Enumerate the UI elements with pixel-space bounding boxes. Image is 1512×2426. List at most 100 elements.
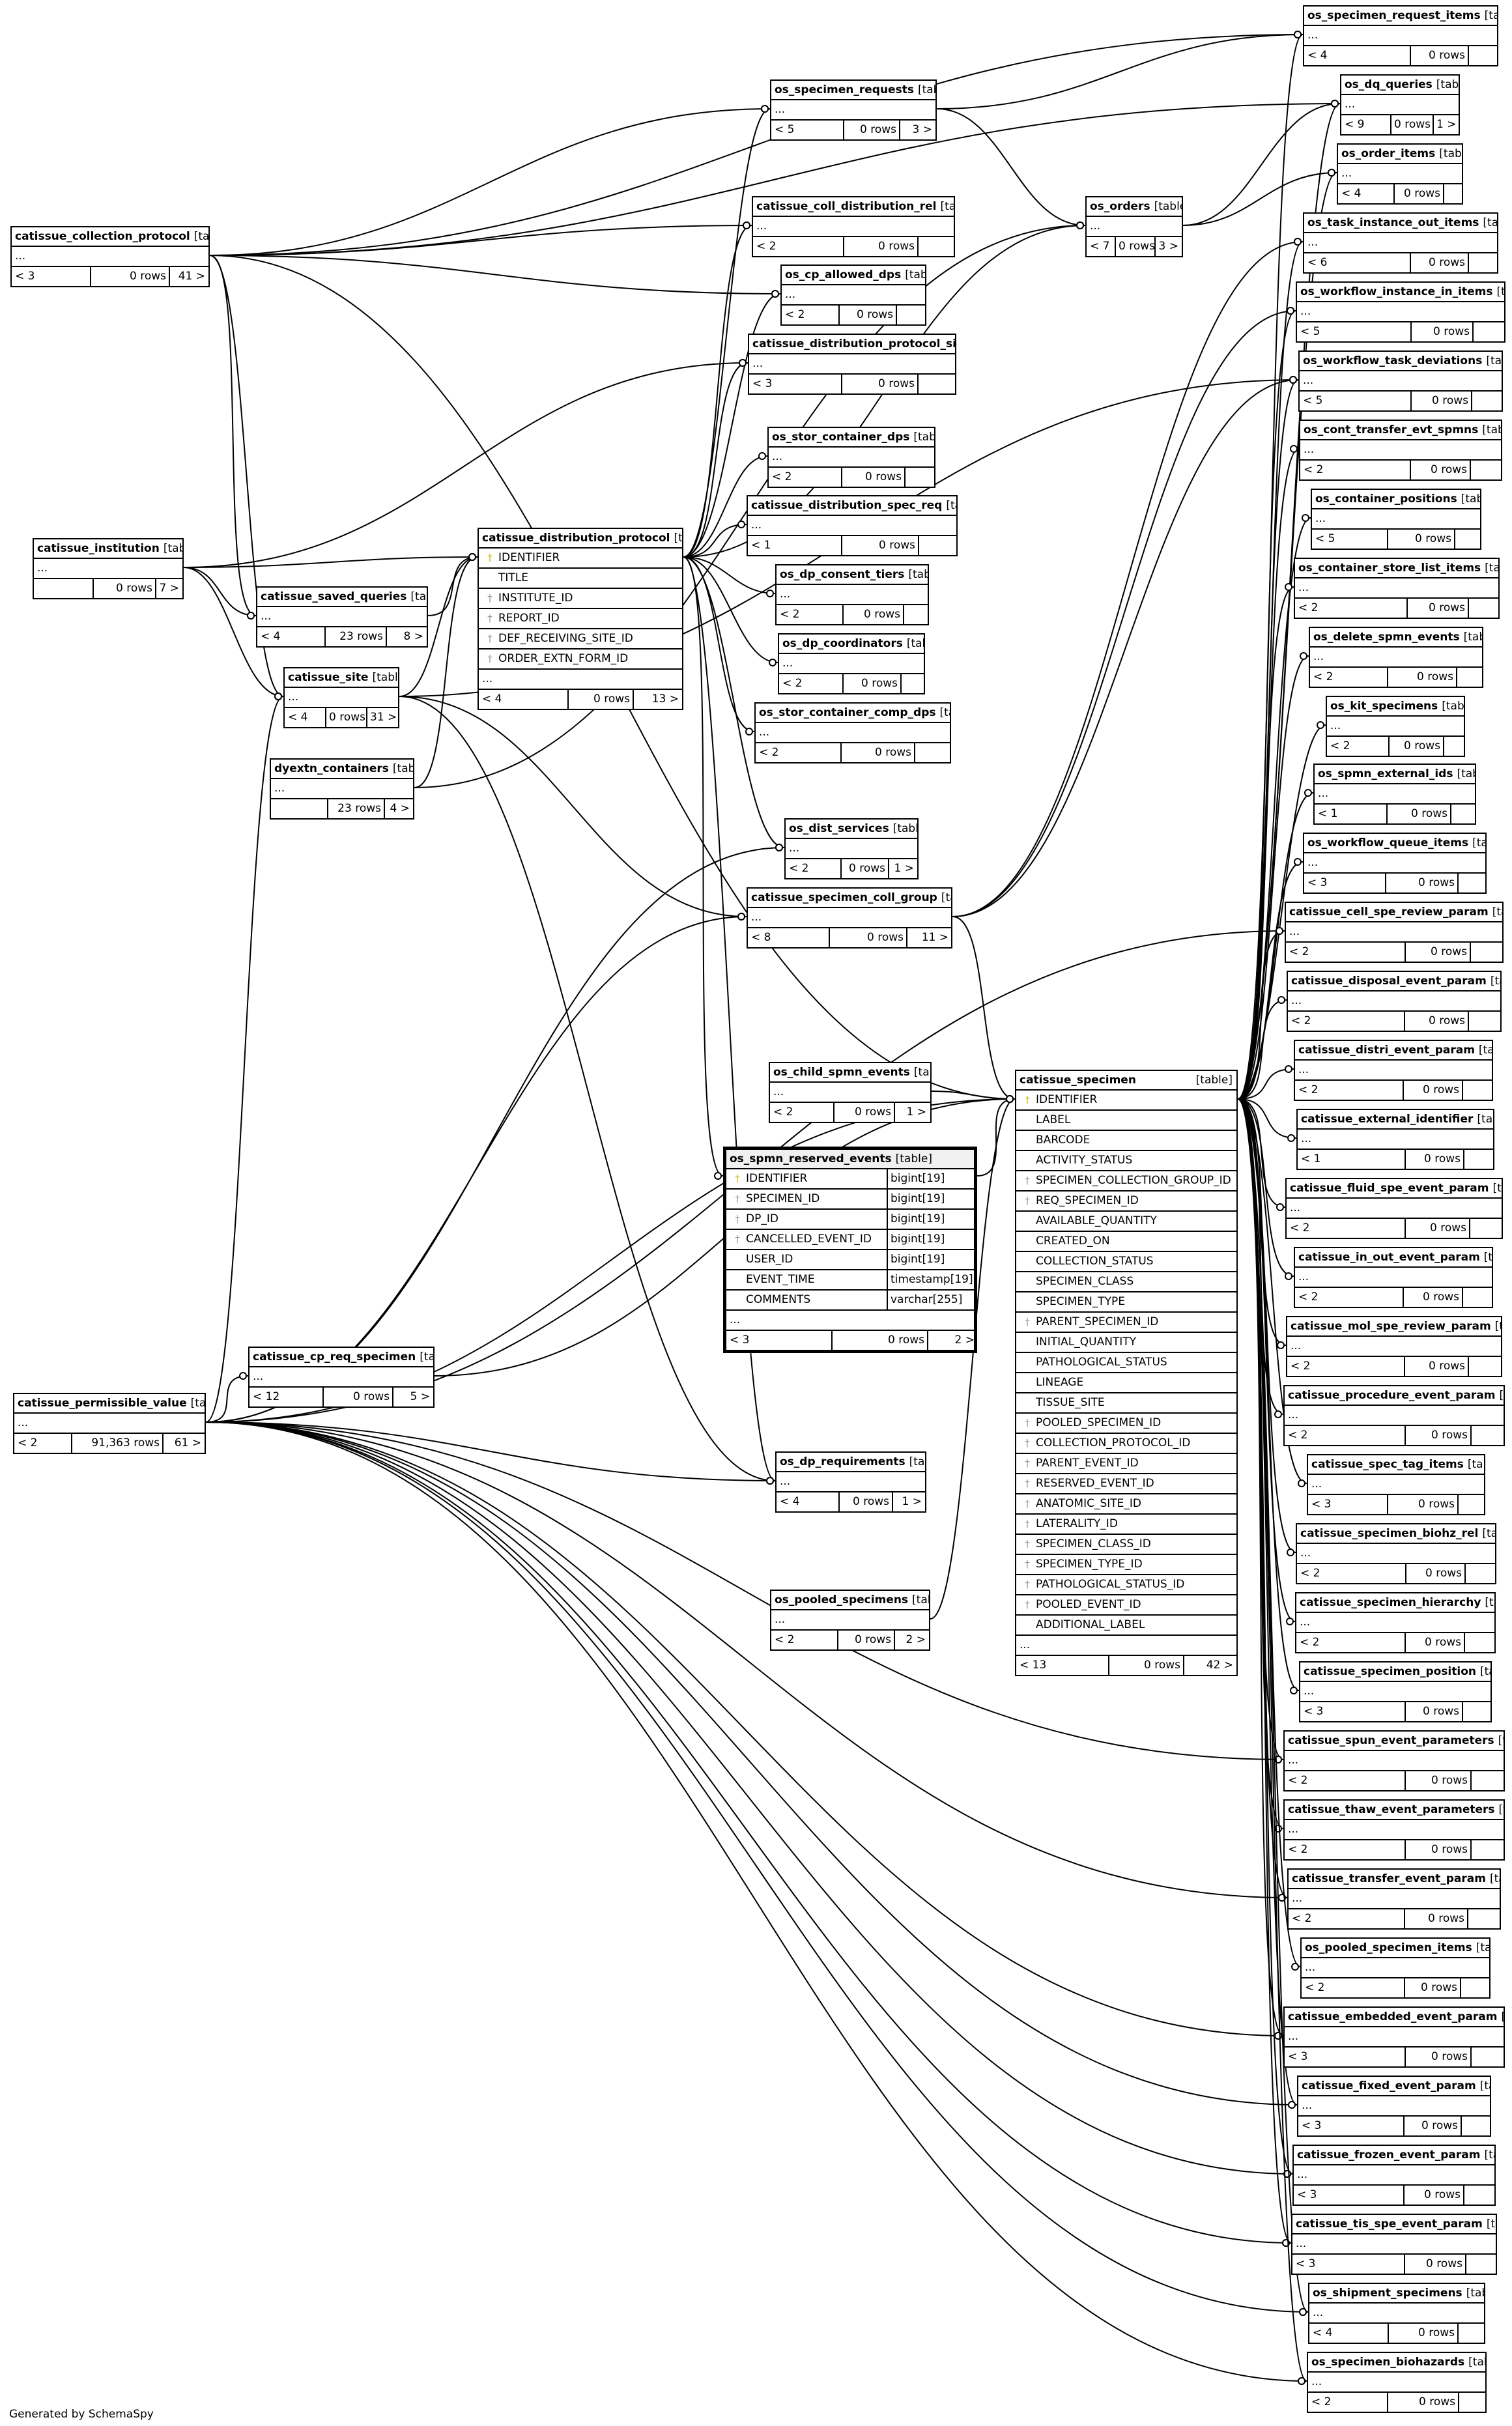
table-header[interactable]: os_specimen_requests[table]: [771, 81, 935, 100]
table-catissue-fluid-spe-event-param[interactable]: catissue_fluid_spe_event_param[table]...…: [1285, 1178, 1503, 1239]
table-os-spmn-reserved-events[interactable]: os_spmn_reserved_events[table]†IDENTIFIE…: [723, 1147, 977, 1353]
column-row[interactable]: SPECIMEN_CLASS: [1016, 1272, 1236, 1292]
column-row[interactable]: †PARENT_EVENT_ID: [1016, 1454, 1236, 1474]
table-header[interactable]: os_child_spmn_events[table]: [770, 1063, 930, 1083]
table-header[interactable]: os_container_positions[table]: [1312, 490, 1480, 509]
table-os-cp-allowed-dps[interactable]: os_cp_allowed_dps[table]...< 20 rows: [780, 264, 926, 326]
column-row[interactable]: †COLLECTION_PROTOCOL_ID: [1016, 1434, 1236, 1454]
table-catissue-mol-spe-review-param[interactable]: catissue_mol_spe_review_param[table]...<…: [1286, 1316, 1502, 1377]
table-catissue-thaw-event-parameters[interactable]: catissue_thaw_event_parameters[table]...…: [1283, 1799, 1505, 1861]
table-catissue-specimen-hierarchy[interactable]: catissue_specimen_hierarchy[table]...< 2…: [1295, 1592, 1496, 1653]
table-catissue-distribution-protocol[interactable]: catissue_distribution_protocol[table]†ID…: [478, 528, 683, 710]
column-row[interactable]: PATHOLOGICAL_STATUS: [1016, 1353, 1236, 1373]
table-header[interactable]: catissue_spec_tag_items[table]: [1308, 1455, 1484, 1475]
table-os-workflow-queue-items[interactable]: os_workflow_queue_items[table]...< 30 ro…: [1303, 833, 1487, 894]
table-header[interactable]: catissue_disposal_event_param[table]: [1288, 972, 1500, 992]
table-os-pooled-specimens[interactable]: os_pooled_specimens[table]...< 20 rows2 …: [770, 1590, 930, 1651]
table-header[interactable]: os_specimen_biohazards[table]: [1308, 2353, 1485, 2373]
table-os-stor-container-dps[interactable]: os_stor_container_dps[table]...< 20 rows: [767, 427, 935, 488]
table-os-shipment-specimens[interactable]: os_shipment_specimens[table]...< 40 rows: [1308, 2283, 1485, 2344]
table-catissue-spun-event-parameters[interactable]: catissue_spun_event_parameters[table]...…: [1283, 1730, 1505, 1791]
column-row[interactable]: TISSUE_SITE: [1016, 1393, 1236, 1414]
column-row[interactable]: †REQ_SPECIMEN_ID: [1016, 1192, 1236, 1212]
table-catissue-specimen-position[interactable]: catissue_specimen_position[table]...< 30…: [1299, 1661, 1492, 1722]
table-header[interactable]: catissue_institution[table]: [34, 539, 182, 559]
table-header[interactable]: catissue_distri_event_param[table]: [1295, 1041, 1492, 1061]
table-os-specimen-biohazards[interactable]: os_specimen_biohazards[table]...< 20 row…: [1307, 2352, 1487, 2413]
table-header[interactable]: os_spmn_reserved_events[table]: [726, 1150, 974, 1169]
table-os-stor-container-comp-dps[interactable]: os_stor_container_comp_dps[table]...< 20…: [754, 702, 951, 763]
table-header[interactable]: catissue_cp_req_specimen[table]: [250, 1348, 433, 1367]
table-header[interactable]: os_dp_coordinators[table]: [779, 635, 924, 654]
table-header[interactable]: os_delete_spmn_events[table]: [1310, 628, 1482, 648]
table-header[interactable]: os_orders[table]: [1087, 197, 1182, 217]
table-os-workflow-task-deviations[interactable]: os_workflow_task_deviations[table]...< 5…: [1298, 350, 1503, 412]
column-row[interactable]: †PARENT_SPECIMEN_ID: [1016, 1313, 1236, 1333]
table-os-delete-spmn-events[interactable]: os_delete_spmn_events[table]...< 20 rows: [1309, 627, 1483, 688]
table-header[interactable]: catissue_specimen_hierarchy[table]: [1296, 1593, 1494, 1613]
table-header[interactable]: os_pooled_specimens[table]: [771, 1591, 929, 1610]
table-catissue-disposal-event-param[interactable]: catissue_disposal_event_param[table]...<…: [1287, 971, 1502, 1032]
table-header[interactable]: os_stor_container_comp_dps[table]: [756, 704, 950, 723]
column-row[interactable]: BARCODE: [1016, 1131, 1236, 1151]
table-catissue-cell-spe-review-param[interactable]: catissue_cell_spe_review_param[table]...…: [1285, 902, 1504, 963]
table-header[interactable]: os_stor_container_dps[table]: [769, 428, 934, 448]
table-catissue-cp-req-specimen[interactable]: catissue_cp_req_specimen[table]...< 120 …: [248, 1347, 435, 1408]
table-catissue-specimen-biohz-rel[interactable]: catissue_specimen_biohz_rel[table]...< 2…: [1296, 1523, 1496, 1584]
column-row[interactable]: TITLE: [479, 569, 682, 589]
column-row[interactable]: ADDITIONAL_LABEL: [1016, 1616, 1236, 1636]
table-catissue-distribution-spec-req[interactable]: catissue_distribution_spec_req[table]...…: [747, 495, 958, 556]
table-header[interactable]: catissue_transfer_event_param[table]: [1289, 1870, 1500, 1889]
table-header[interactable]: catissue_saved_queries[table]: [257, 588, 427, 607]
table-catissue-fixed-event-param[interactable]: catissue_fixed_event_param[table]...< 30…: [1297, 2076, 1491, 2137]
table-header[interactable]: catissue_procedure_event_param[table]: [1285, 1386, 1504, 1406]
table-header[interactable]: catissue_distribution_spec_req[table]: [748, 496, 956, 516]
table-header[interactable]: catissue_frozen_event_param[table]: [1294, 2146, 1494, 2165]
table-header[interactable]: catissue_embedded_event_param[table]: [1285, 2008, 1504, 2027]
table-os-spmn-external-ids[interactable]: os_spmn_external_ids[table]...< 10 rows: [1313, 763, 1476, 825]
table-catissue-permissible-value[interactable]: catissue_permissible_value[table]...< 29…: [13, 1393, 206, 1454]
table-catissue-in-out-event-param[interactable]: catissue_in_out_event_param[table]...< 2…: [1294, 1247, 1493, 1308]
table-header[interactable]: catissue_specimen_biohz_rel[table]: [1297, 1524, 1495, 1544]
column-row[interactable]: ACTIVITY_STATUS: [1016, 1151, 1236, 1171]
table-catissue-saved-queries[interactable]: catissue_saved_queries[table]...< 423 ro…: [256, 586, 428, 648]
column-row[interactable]: †RESERVED_EVENT_ID: [1016, 1474, 1236, 1494]
table-os-child-spmn-events[interactable]: os_child_spmn_events[table]...< 20 rows1…: [769, 1062, 932, 1123]
table-os-specimen-request-items[interactable]: os_specimen_request_items[table]...< 40 …: [1303, 5, 1498, 66]
column-row[interactable]: †POOLED_EVENT_ID: [1016, 1595, 1236, 1616]
column-row[interactable]: LINEAGE: [1016, 1373, 1236, 1393]
column-row[interactable]: †IDENTIFIER: [479, 549, 682, 569]
table-catissue-distribution-protocol-sites[interactable]: catissue_distribution_protocol_sites[tab…: [748, 334, 956, 395]
table-header[interactable]: catissue_distribution_protocol_sites[tab…: [749, 335, 955, 354]
table-header[interactable]: catissue_coll_distribution_rel[table]: [753, 197, 954, 217]
table-header[interactable]: catissue_mol_spe_review_param[table]: [1287, 1317, 1501, 1337]
table-os-pooled-specimen-items[interactable]: os_pooled_specimen_items[table]...< 20 r…: [1300, 1937, 1491, 1999]
column-row[interactable]: †SPECIMEN_TYPE_ID: [1016, 1555, 1236, 1575]
table-catissue-distri-event-param[interactable]: catissue_distri_event_param[table]...< 2…: [1294, 1040, 1493, 1101]
table-os-kit-specimens[interactable]: os_kit_specimens[table]...< 20 rows: [1326, 696, 1465, 757]
table-catissue-external-identifier[interactable]: catissue_external_identifier[table]...< …: [1296, 1109, 1494, 1170]
table-catissue-transfer-event-param[interactable]: catissue_transfer_event_param[table]...<…: [1287, 1868, 1501, 1930]
column-row[interactable]: †REPORT_ID: [479, 609, 682, 629]
column-row[interactable]: †POOLED_SPECIMEN_ID: [1016, 1414, 1236, 1434]
column-row[interactable]: CREATED_ON: [1016, 1232, 1236, 1252]
table-header[interactable]: os_shipment_specimens[table]: [1309, 2284, 1484, 2304]
table-os-container-positions[interactable]: os_container_positions[table]...< 50 row…: [1311, 489, 1481, 550]
column-row[interactable]: †SPECIMEN_CLASS_ID: [1016, 1535, 1236, 1555]
table-os-specimen-requests[interactable]: os_specimen_requests[table]...< 50 rows3…: [770, 79, 937, 141]
table-catissue-spec-tag-items[interactable]: catissue_spec_tag_items[table]...< 30 ro…: [1307, 1454, 1485, 1515]
table-header[interactable]: catissue_specimen_coll_group[table]: [748, 889, 951, 908]
table-os-container-store-list-items[interactable]: os_container_store_list_items[table]...<…: [1294, 558, 1500, 619]
table-header[interactable]: os_dist_services[table]: [786, 820, 917, 839]
table-header[interactable]: catissue_collection_protocol[table]: [12, 227, 208, 247]
